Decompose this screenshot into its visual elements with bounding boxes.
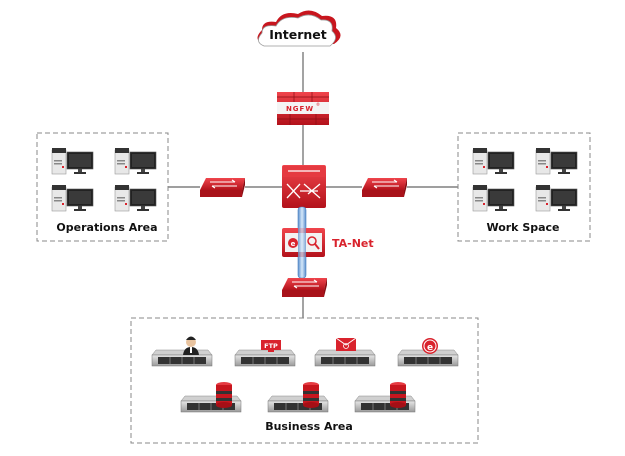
operations-area-box — [36, 132, 169, 242]
server-icon — [151, 349, 213, 367]
right-switch-icon — [361, 177, 408, 198]
workstation-icon — [535, 147, 578, 175]
workspace-area-label: Work Space — [486, 221, 559, 234]
workstation-icon — [472, 147, 515, 175]
svg-text:e: e — [427, 343, 433, 353]
mail-icon — [335, 337, 357, 351]
ftp-badge: FTP — [264, 342, 278, 350]
user-icon — [183, 336, 199, 355]
traffic-tap-overlay — [298, 225, 306, 261]
database-icon — [216, 382, 232, 408]
workstation-icon — [472, 184, 515, 212]
server-icon — [314, 349, 376, 367]
operations-area-label: Operations Area — [56, 221, 157, 234]
workstation-icon — [114, 184, 157, 212]
registered-mark: ® — [316, 102, 320, 107]
server-icon — [234, 349, 296, 367]
database-icon — [390, 382, 406, 408]
cloud-icon — [257, 10, 341, 47]
workstation-icon — [51, 147, 94, 175]
firewall-icon — [277, 92, 329, 125]
internet-label: Internet — [269, 27, 327, 42]
business-area-box — [130, 317, 479, 444]
workstation-icon — [114, 147, 157, 175]
core-switch-icon — [282, 165, 326, 208]
svg-text:e: e — [291, 240, 296, 248]
connection-lines — [168, 52, 458, 318]
workstation-icon — [51, 184, 94, 212]
ta-net-label: TA-Net — [332, 237, 374, 250]
left-switch-icon — [199, 177, 246, 198]
bottom-switch-icon — [281, 277, 328, 298]
firewall-label: NGFW — [286, 105, 314, 113]
browser-icon: e — [422, 338, 438, 354]
business-area-label: Business Area — [265, 420, 353, 433]
workstation-icon — [535, 184, 578, 212]
workspace-area-box — [457, 132, 591, 242]
database-icon — [303, 382, 319, 408]
ftp-icon: FTP — [261, 340, 281, 352]
